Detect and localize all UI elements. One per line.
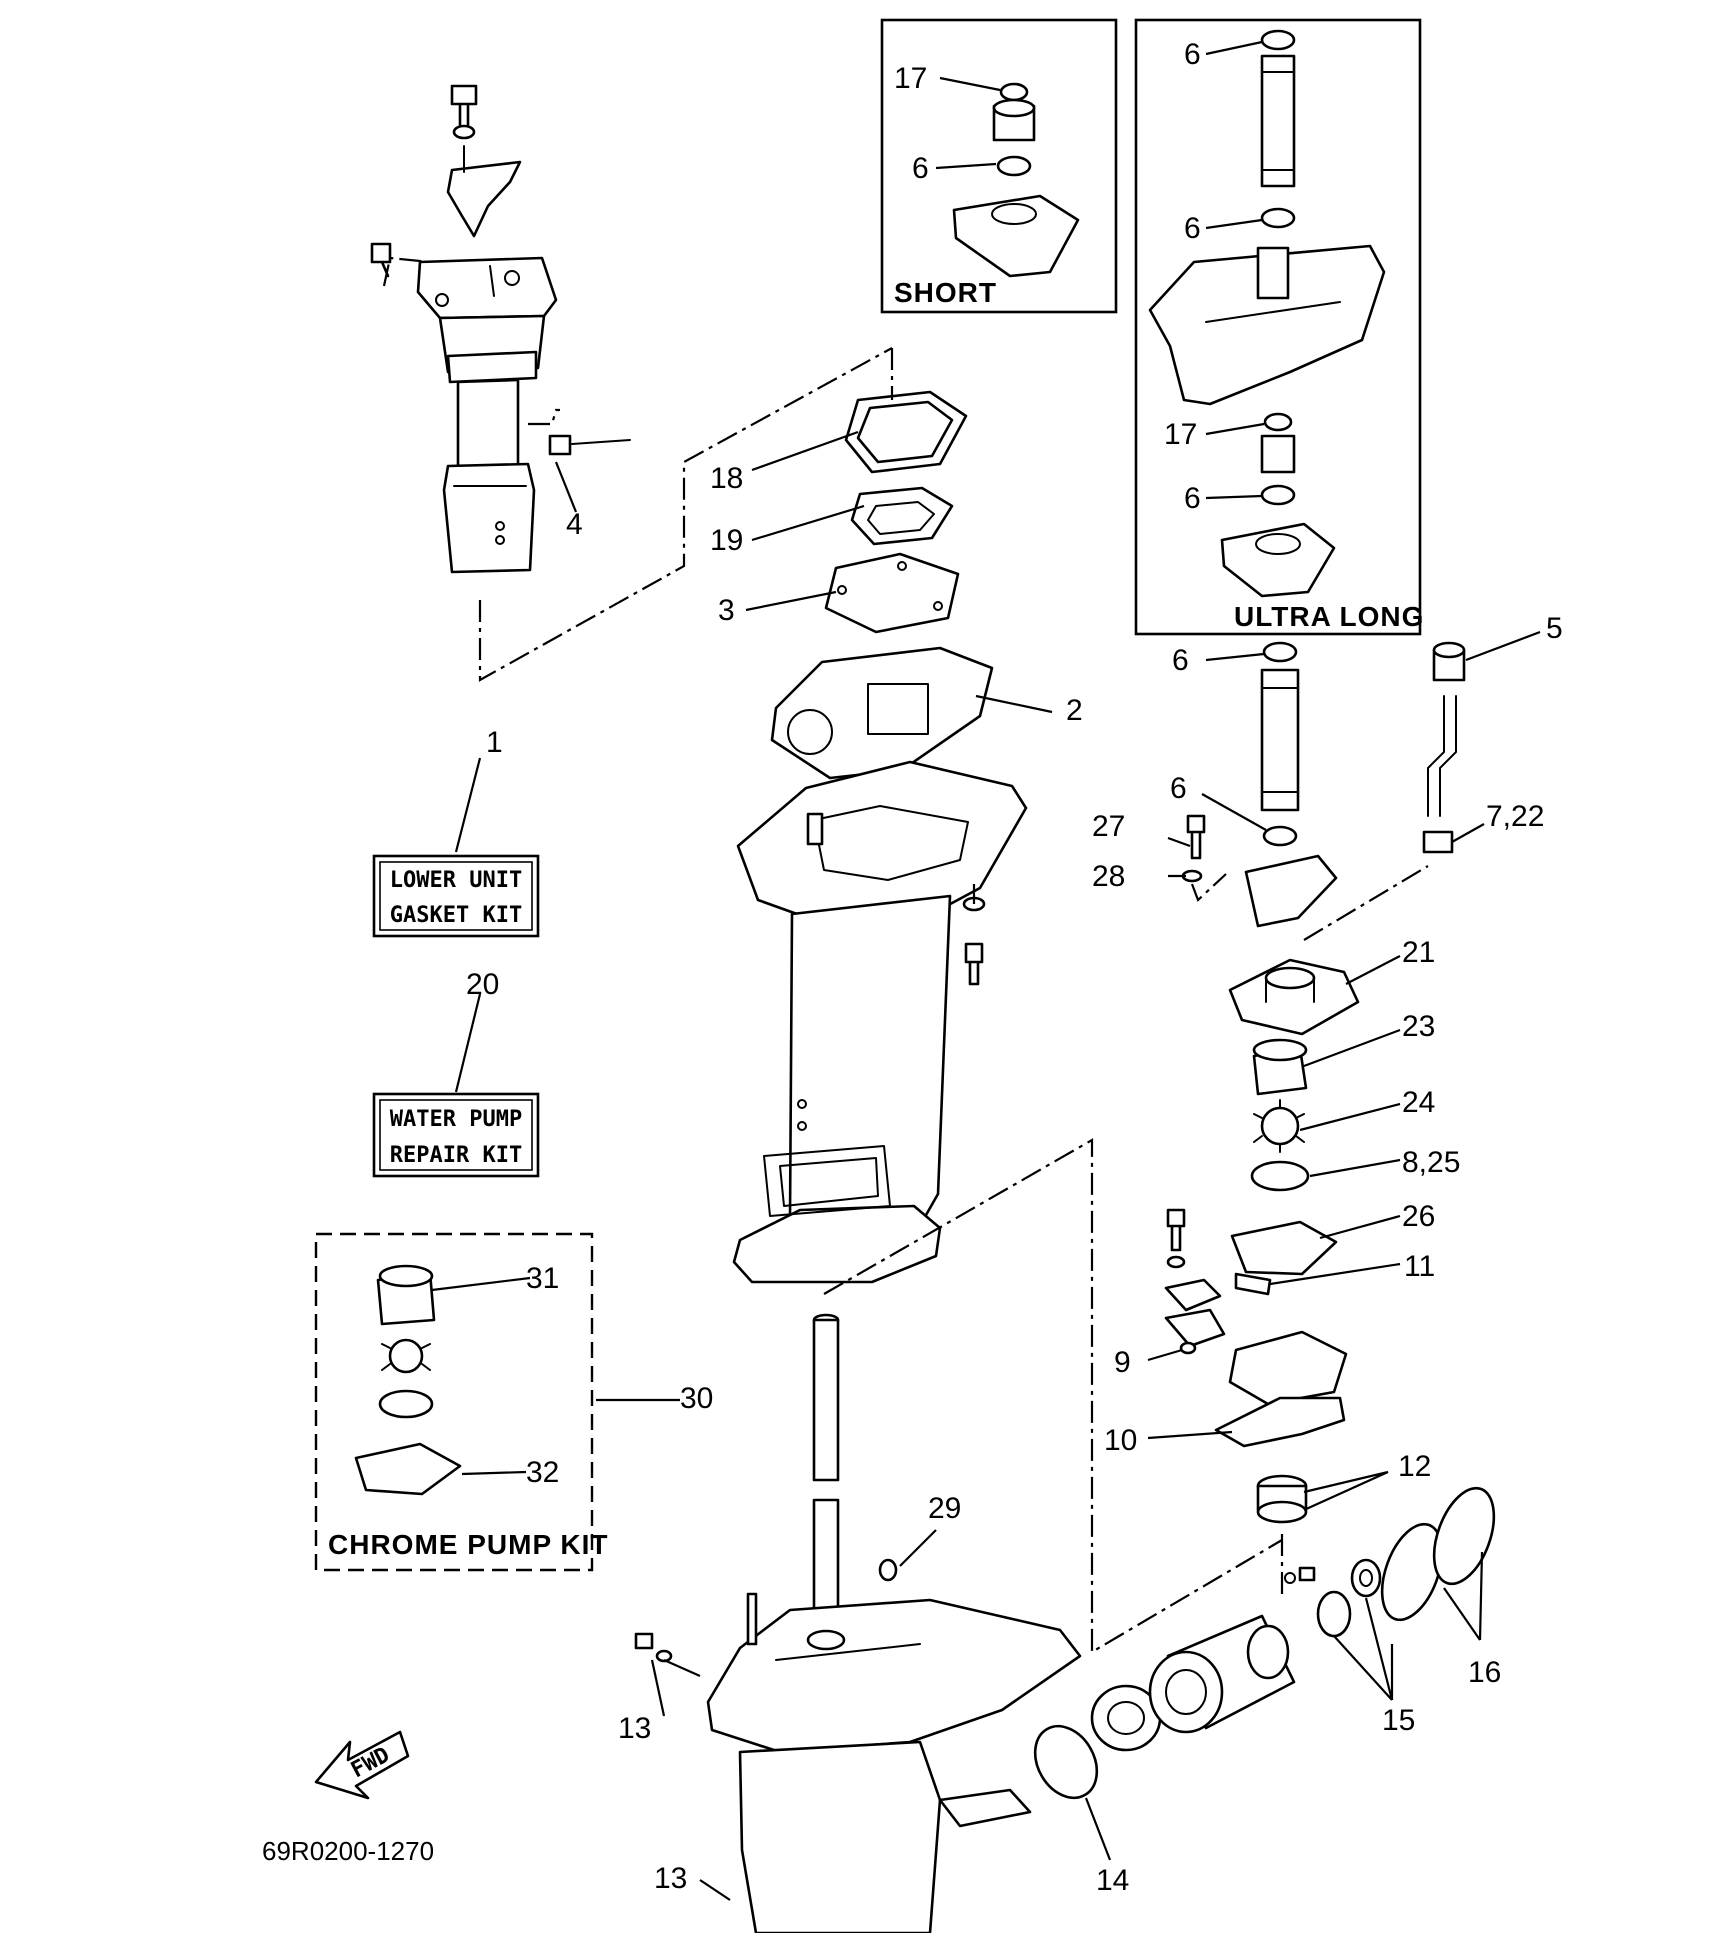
- drive-shaft: [812, 1138, 1283, 1654]
- callout-23: 23: [1402, 1010, 1435, 1043]
- callout-1: 1: [486, 726, 503, 759]
- callout-31: 31: [526, 1262, 559, 1295]
- callout-13-lower: 13: [654, 1862, 687, 1895]
- upper-casing-assembly: [370, 84, 631, 574]
- callout-9: 9: [1114, 1346, 1131, 1379]
- callout-11: 11: [1404, 1250, 1435, 1283]
- water-pump-stack: [1164, 641, 1466, 1600]
- lower-unit-gasket-kit-box: LOWER UNIT GASKET KIT: [372, 854, 540, 938]
- callout-15: 15: [1382, 1704, 1415, 1737]
- callout-7-22: 7,22: [1486, 800, 1544, 833]
- callout-27: 27: [1092, 810, 1125, 843]
- box-label-chrome-pump-kit: CHROME PUMP KIT: [328, 1529, 609, 1560]
- callout-13-bolt: 13: [618, 1712, 651, 1745]
- kit-water-pump-line1: WATER PUMP: [390, 1107, 522, 1132]
- short-variant-box: SHORT: [880, 18, 1118, 314]
- callout-6-tube-top: 6: [1172, 644, 1189, 677]
- box-label-ultra-long: ULTRA LONG: [1234, 601, 1424, 632]
- callout-29: 29: [928, 1492, 961, 1525]
- callout-10: 10: [1104, 1424, 1137, 1457]
- chrome-pump-kit-box: CHROME PUMP KIT: [314, 1232, 609, 1572]
- callout-21: 21: [1402, 936, 1435, 969]
- propeller-shaft-housing-group: [1033, 1486, 1496, 1800]
- callout-6-ultra-low: 6: [1184, 482, 1201, 515]
- callout-24: 24: [1402, 1086, 1435, 1119]
- callout-4: 4: [566, 508, 583, 541]
- drawing-code: 69R0200-1270: [262, 1836, 434, 1866]
- box-label-short: SHORT: [894, 277, 997, 308]
- gasket-stack: [478, 347, 994, 780]
- water-pump-repair-kit-box: WATER PUMP REPAIR KIT: [372, 1092, 540, 1178]
- callout-6-tube-bottom: 6: [1170, 772, 1187, 805]
- callout-3: 3: [718, 594, 735, 627]
- lower-case: [634, 1558, 1082, 1933]
- callout-20: 20: [466, 968, 499, 1001]
- callout-26: 26: [1402, 1200, 1435, 1233]
- fwd-arrow-icon: FWD: [314, 1730, 410, 1800]
- callout-28: 28: [1092, 860, 1125, 893]
- kit-lower-unit-line1: LOWER UNIT: [390, 868, 522, 893]
- callout-30: 30: [680, 1382, 713, 1415]
- callout-17-short: 17: [894, 62, 927, 95]
- callout-32: 32: [526, 1456, 559, 1489]
- callout-18: 18: [710, 462, 743, 495]
- callout-8-25: 8,25: [1402, 1146, 1460, 1179]
- drive-shaft-housing: [732, 760, 1028, 1284]
- callout-5: 5: [1546, 612, 1563, 645]
- callout-numbers: 1 2 3 4 5 6 6 6 6 6 6 7,22 8,25 9 10 11 …: [466, 38, 1563, 1897]
- callout-19: 19: [710, 524, 743, 557]
- callout-14: 14: [1096, 1864, 1129, 1897]
- kit-water-pump-line2: REPAIR KIT: [390, 1143, 522, 1168]
- ultra-long-variant-box: ULTRA LONG: [1134, 18, 1424, 636]
- callout-16: 16: [1468, 1656, 1501, 1689]
- callout-6-ultra-mid: 6: [1184, 212, 1201, 245]
- callout-2: 2: [1066, 694, 1083, 727]
- callout-17-ultra: 17: [1164, 418, 1197, 451]
- callout-6-ultra-top: 6: [1184, 38, 1201, 71]
- kit-lower-unit-line2: GASKET KIT: [390, 903, 522, 928]
- leader-lines: [431, 40, 1541, 1901]
- callout-6-short: 6: [912, 152, 929, 185]
- callout-12: 12: [1398, 1450, 1431, 1483]
